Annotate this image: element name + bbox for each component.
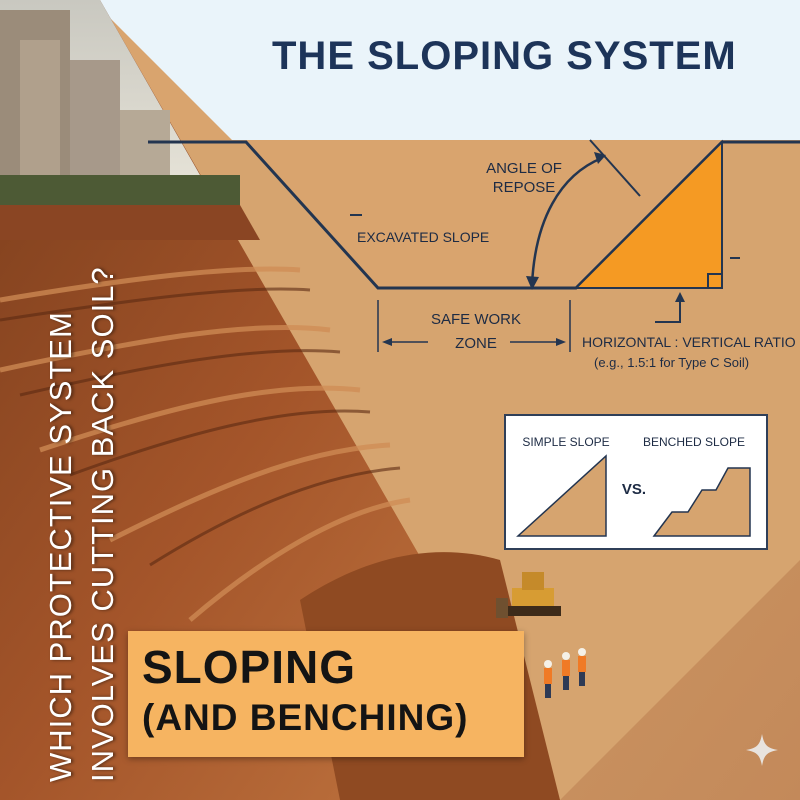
question-line1: WHICH PROTECTIVE SYSTEM xyxy=(43,311,78,782)
angle-label-line2: REPOSE xyxy=(493,179,556,196)
photo-rim xyxy=(0,205,260,240)
angle-arc xyxy=(530,156,603,286)
angle-label-line1: ANGLE OF xyxy=(486,160,562,177)
right-angle-marker xyxy=(707,273,722,288)
sparkle-icon xyxy=(746,734,778,766)
building xyxy=(70,60,120,180)
comparison-illustration: SIMPLE SLOPE BENCHED SLOPE VS. xyxy=(516,435,751,537)
slope-triangle xyxy=(573,139,723,289)
benched-slope-label: BENCHED SLOPE xyxy=(643,435,745,449)
vs-label: VS. xyxy=(622,481,646,498)
arrowhead-icon xyxy=(382,338,392,346)
benched-slope-shape xyxy=(652,467,751,537)
excavated-slope-label: EXCAVATED SLOPE xyxy=(357,229,489,245)
answer-box: SLOPING (AND BENCHING) xyxy=(128,631,524,757)
question-text: WHICH PROTECTIVE SYSTEM INVOLVES CUTTING… xyxy=(40,22,132,782)
arrowhead-icon xyxy=(675,292,685,302)
ratio-pointer xyxy=(655,298,681,323)
pit-shadows xyxy=(0,287,401,567)
simple-slope-label: SIMPLE SLOPE xyxy=(522,435,609,449)
question-line2: INVOLVES CUTTING BACK SOIL? xyxy=(85,266,120,782)
work-zone-label-line1: SAFE WORK xyxy=(431,311,521,328)
tree-line xyxy=(0,175,240,205)
answer-line2: (AND BENCHING) xyxy=(142,697,469,738)
ratio-label-line2: (e.g., 1.5:1 for Type C Soil) xyxy=(594,355,749,370)
bench-lines xyxy=(0,266,411,622)
sky-panel xyxy=(92,0,800,140)
work-zone-label-line2: ZONE xyxy=(455,335,497,352)
page-title: THE SLOPING SYSTEM xyxy=(272,34,737,78)
simple-slope-shape xyxy=(516,454,607,537)
building xyxy=(20,40,60,180)
diagram-soil xyxy=(148,142,800,800)
ratio-label-line1: HORIZONTAL : VERTICAL RATIO xyxy=(582,334,796,350)
bulldozer-icon xyxy=(496,572,561,618)
workers-icon xyxy=(544,648,586,698)
arrowhead-icon xyxy=(594,152,606,164)
excavation-outline xyxy=(148,140,800,290)
building xyxy=(120,110,170,185)
angle-guide-line xyxy=(589,139,641,197)
answer-line1: SLOPING xyxy=(142,641,357,693)
comparison-box: SIMPLE SLOPE BENCHED SLOPE VS. xyxy=(504,414,768,550)
arrowhead-icon xyxy=(526,276,539,290)
arrowhead-icon xyxy=(556,338,566,346)
